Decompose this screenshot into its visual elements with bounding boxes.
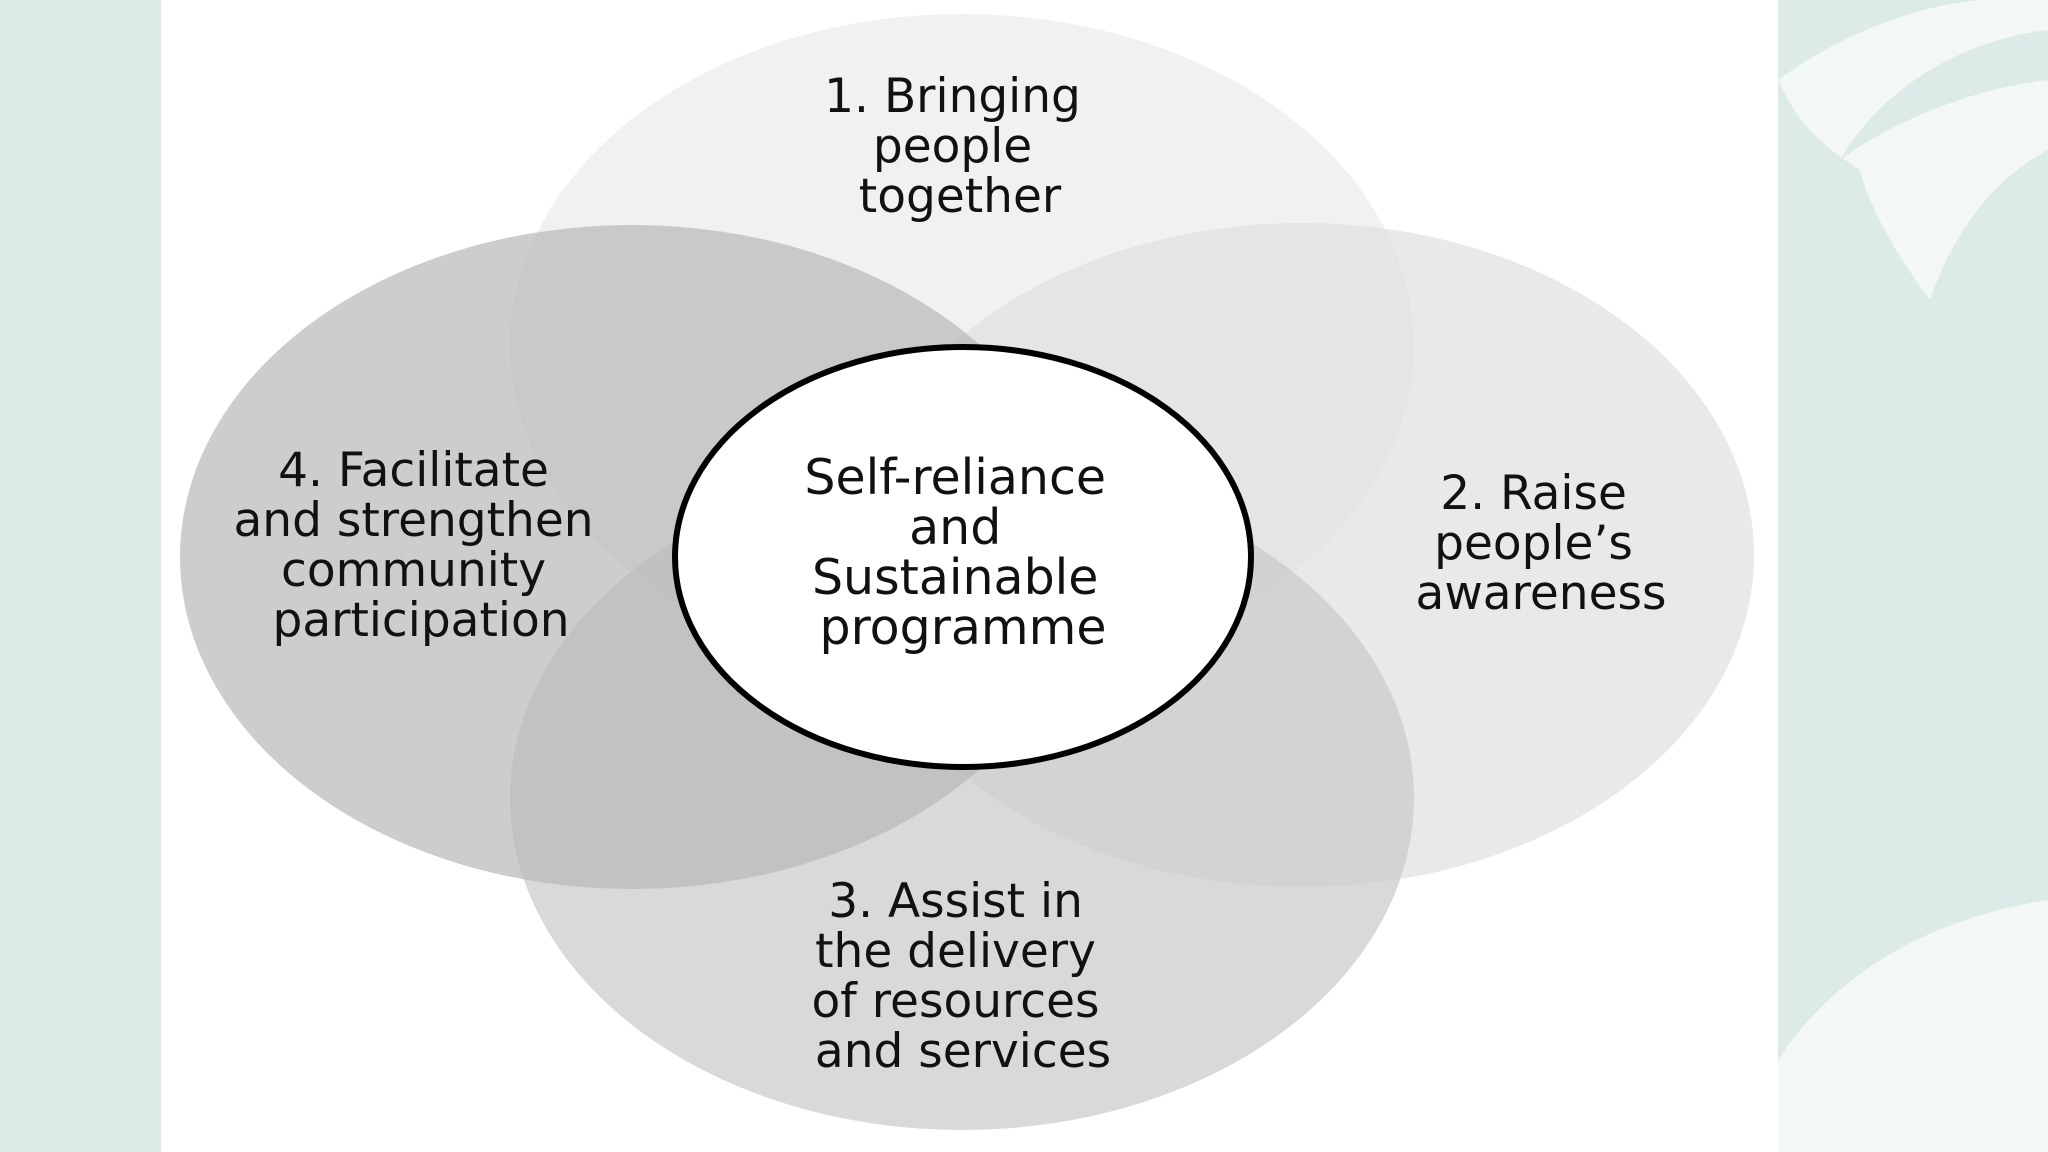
center-label-line: Sustainable — [812, 549, 1099, 606]
petal-label-line: people — [873, 119, 1032, 174]
petal-label-line: participation — [272, 593, 569, 648]
petal-label-line: community — [281, 543, 546, 598]
petal-label-right: 2. Raise people’s awareness — [1416, 466, 1667, 621]
petal-label-line: and strengthen — [234, 493, 594, 548]
petal-label-line: the delivery — [815, 924, 1096, 979]
petal-label-line: and services — [815, 1024, 1111, 1079]
petal-label-top: 1. Bringing people together — [824, 69, 1096, 224]
center-circle — [675, 347, 1251, 767]
petal-label-line: together — [859, 169, 1062, 224]
petal-label-line: people’s — [1434, 516, 1633, 571]
center-label-line: and — [909, 499, 1001, 556]
petal-label-left: 4. Facilitate and strengthen community p… — [234, 443, 609, 648]
petal-label-line: of resources — [812, 974, 1100, 1029]
petal-label-line: 1. Bringing — [824, 69, 1081, 124]
center-label-line: programme — [819, 599, 1106, 656]
petal-label-line: 3. Assist in — [828, 874, 1083, 929]
leaf-shape-top — [1778, 0, 2048, 300]
petal-label-line: awareness — [1416, 566, 1667, 621]
leaf-shape-bottom — [1778, 900, 2048, 1152]
petal-label-line: 4. Facilitate — [278, 443, 549, 498]
center-circle-outline — [672, 344, 1254, 770]
petal-label-bottom: 3. Assist in the delivery of resources a… — [812, 874, 1115, 1079]
center-label: Self-reliance and Sustainable programme — [804, 449, 1121, 656]
petal-label-line: 2. Raise — [1440, 466, 1627, 521]
leaf-decoration — [1778, 0, 2048, 1152]
center-label-line: Self-reliance — [804, 449, 1106, 506]
